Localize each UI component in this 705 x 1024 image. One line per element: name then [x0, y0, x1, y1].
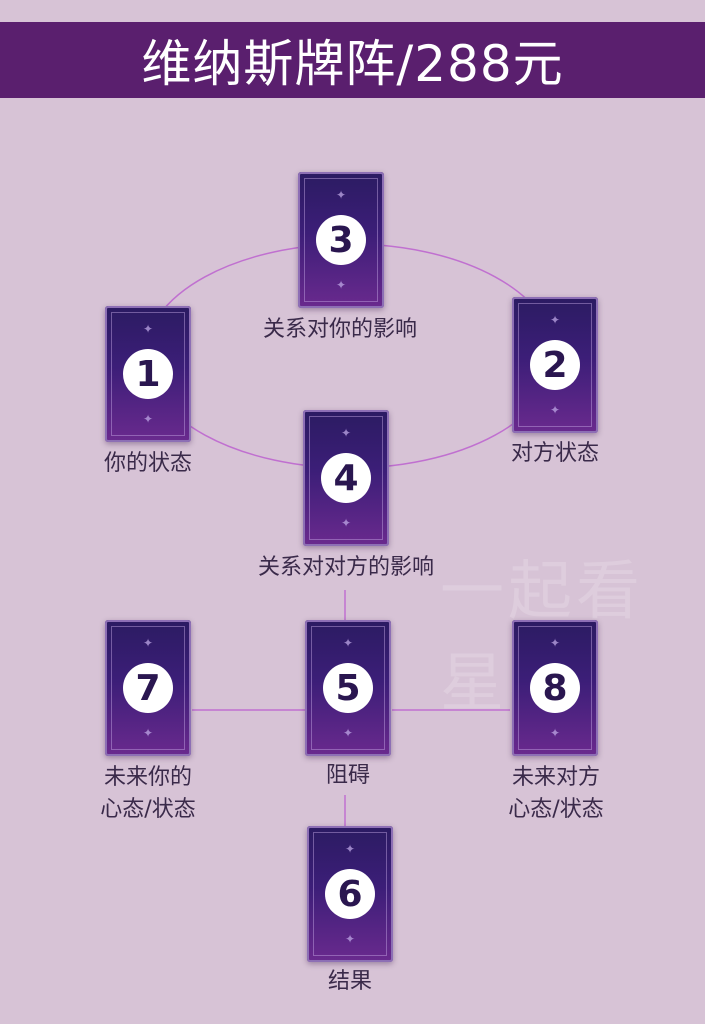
card-label-3: 关系对你的影响: [262, 317, 417, 342]
card-label-4: 关系对对方的影响: [257, 555, 434, 580]
star-icon: ✦: [549, 313, 561, 327]
star-icon: ✦: [342, 726, 354, 740]
card-label-7-line1: 未来你的: [103, 765, 192, 790]
card-number: 2: [530, 340, 580, 390]
star-icon: ✦: [340, 516, 352, 530]
card-label-6: 结果: [327, 969, 372, 994]
card-number: 1: [123, 349, 173, 399]
card-label-5: 阻碍: [325, 763, 370, 788]
tarot-card-7: ✦ 7 ✦: [105, 620, 191, 756]
card-number: 8: [530, 663, 580, 713]
star-icon: ✦: [549, 403, 561, 417]
card-label-7: 未来你的 心态/状态: [70, 762, 226, 826]
star-icon: ✦: [344, 842, 356, 856]
tarot-card-2: ✦ 2 ✦: [512, 297, 598, 433]
tarot-card-4: ✦ 4 ✦: [303, 410, 389, 546]
star-icon: ✦: [344, 932, 356, 946]
card-label-2: 对方状态: [510, 441, 599, 466]
star-icon: ✦: [142, 636, 154, 650]
star-icon: ✦: [142, 726, 154, 740]
card-number: 7: [123, 663, 173, 713]
card-number: 5: [323, 663, 373, 713]
card-number: 3: [316, 215, 366, 265]
page-title: 维纳斯牌阵/288元: [0, 22, 705, 98]
star-icon: ✦: [342, 636, 354, 650]
tarot-card-6: ✦ 6 ✦: [307, 826, 393, 962]
tarot-card-3: ✦ 3 ✦: [298, 172, 384, 308]
star-icon: ✦: [340, 426, 352, 440]
star-icon: ✦: [549, 726, 561, 740]
tarot-card-1: ✦ 1 ✦: [105, 306, 191, 442]
star-icon: ✦: [142, 322, 154, 336]
card-label-7-line2: 心态/状态: [100, 797, 196, 822]
card-label-1: 你的状态: [103, 451, 192, 476]
card-label-8-line2: 心态/状态: [508, 797, 604, 822]
card-number: 4: [321, 453, 371, 503]
tarot-card-8: ✦ 8 ✦: [512, 620, 598, 756]
star-icon: ✦: [335, 278, 347, 292]
star-icon: ✦: [142, 412, 154, 426]
star-icon: ✦: [549, 636, 561, 650]
card-label-8-line1: 未来对方: [511, 765, 600, 790]
tarot-card-5: ✦ 5 ✦: [305, 620, 391, 756]
card-label-8: 未来对方 心态/状态: [478, 762, 634, 826]
star-icon: ✦: [335, 188, 347, 202]
card-number: 6: [325, 869, 375, 919]
